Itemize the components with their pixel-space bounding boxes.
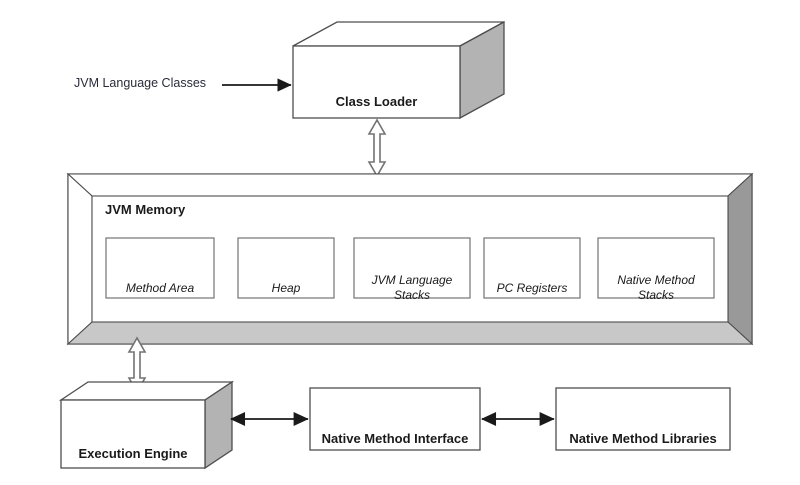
native-method-interface-box[interactable] [309, 387, 481, 451]
class-loader-box[interactable] [292, 20, 505, 120]
jvm-memory-left-bevel [67, 172, 93, 346]
class-loader-front-face [292, 45, 461, 119]
native-method-libraries-box[interactable] [555, 387, 731, 451]
execution-engine-box[interactable] [58, 380, 235, 470]
execution-engine-top-face [58, 381, 235, 401]
memory-region-box-pc-registers[interactable] [483, 237, 581, 299]
jvm-memory-top-bevel [66, 173, 754, 197]
jvm-memory-container[interactable] [66, 172, 754, 346]
loader-to-memory-block-arrow [367, 118, 387, 178]
memory-region-box-method-area[interactable] [105, 237, 215, 299]
jvm-memory-bottom-bevel [66, 321, 754, 345]
memory-region-box-jvm-language-stacks[interactable] [353, 237, 471, 299]
memory-region-box-heap[interactable] [237, 237, 335, 299]
memory-region-box-native-method-stacks[interactable] [597, 237, 715, 299]
jvm-memory-right-bevel [727, 172, 753, 346]
execution-engine-front-face [60, 399, 206, 469]
